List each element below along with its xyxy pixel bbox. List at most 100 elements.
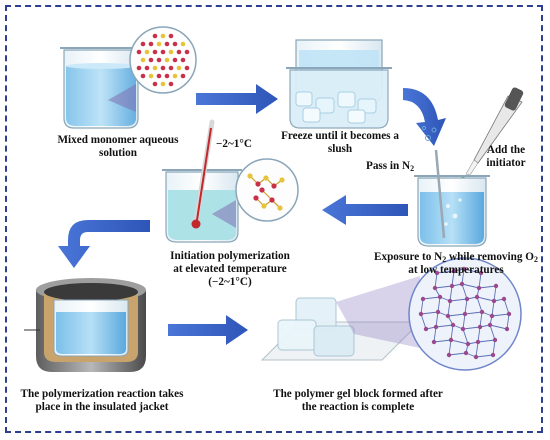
network-bond bbox=[450, 339, 469, 345]
magnified-monomer-molecules bbox=[129, 26, 197, 94]
monomer-dot bbox=[148, 41, 154, 47]
network-bond bbox=[461, 283, 468, 300]
network-node bbox=[489, 313, 495, 319]
monomer-dot bbox=[160, 49, 166, 55]
network-node bbox=[479, 309, 485, 315]
monomer-dot bbox=[176, 65, 182, 71]
chain-node bbox=[263, 175, 269, 181]
network-node bbox=[473, 354, 479, 360]
network-bond bbox=[448, 352, 467, 356]
monomer-dot bbox=[160, 65, 166, 71]
network-node bbox=[445, 313, 451, 319]
network-bond bbox=[475, 341, 479, 358]
network-node bbox=[504, 326, 510, 332]
step4-caption: Initiation polymerization at elevated te… bbox=[150, 250, 310, 289]
network-bond bbox=[450, 324, 454, 341]
monomer-dot bbox=[164, 73, 170, 79]
network-node bbox=[476, 285, 482, 291]
dashed-frame bbox=[5, 5, 543, 433]
network-bond bbox=[420, 298, 424, 315]
monomer-dot bbox=[140, 57, 146, 63]
monomer-dot bbox=[168, 65, 174, 71]
monomer-dot bbox=[184, 65, 190, 71]
network-node bbox=[420, 296, 426, 302]
network-bond bbox=[461, 268, 465, 285]
network-bond bbox=[477, 339, 496, 343]
network-node bbox=[490, 352, 496, 358]
network-bond bbox=[462, 328, 469, 345]
monomer-dot bbox=[140, 41, 146, 47]
monomer-dot bbox=[184, 49, 190, 55]
network-bond bbox=[462, 313, 466, 330]
network-node bbox=[450, 322, 456, 328]
beaker-monomer-solution bbox=[60, 47, 142, 129]
monomer-dot bbox=[172, 57, 178, 63]
monomer-dot bbox=[156, 73, 162, 79]
arrow-step1-to-step2 bbox=[196, 84, 278, 114]
beaker-n2-purge bbox=[414, 149, 490, 247]
network-bond bbox=[437, 296, 441, 313]
step1-caption: Mixed monomer aqueous solution bbox=[57, 134, 179, 159]
network-node bbox=[437, 294, 443, 300]
network-node bbox=[448, 337, 454, 343]
network-bond bbox=[478, 272, 482, 289]
insulated-jacket bbox=[24, 278, 146, 372]
monomer-dot bbox=[164, 41, 170, 47]
ice-bath-slush bbox=[286, 39, 392, 129]
monomer-dot bbox=[160, 33, 166, 39]
network-bond bbox=[503, 298, 510, 315]
chain-node bbox=[255, 181, 261, 187]
network-node bbox=[432, 285, 438, 291]
step6-caption: The polymer gel block formed after the r… bbox=[273, 388, 443, 413]
network-node bbox=[464, 296, 470, 302]
step4-caption-line2: at elevated temperature bbox=[173, 263, 287, 275]
chain-node bbox=[269, 197, 275, 203]
network-node bbox=[493, 283, 499, 289]
monomer-dot bbox=[180, 73, 186, 79]
monomer-dot bbox=[172, 73, 178, 79]
network-bond bbox=[476, 296, 483, 313]
step4-caption-line1: Initiation polymerization bbox=[170, 250, 290, 262]
network-bond bbox=[493, 285, 497, 302]
network-node bbox=[463, 350, 469, 356]
network-node bbox=[461, 266, 467, 272]
network-bond bbox=[491, 313, 510, 317]
network-bond bbox=[435, 324, 454, 328]
gel-blocks bbox=[260, 276, 422, 361]
network-bond bbox=[447, 313, 466, 317]
monomer-dot bbox=[152, 33, 158, 39]
network-node bbox=[449, 283, 455, 289]
arrow-step5-to-step6 bbox=[168, 315, 248, 345]
chain-node bbox=[271, 183, 277, 189]
network-bond bbox=[434, 285, 453, 289]
monomer-dot bbox=[152, 49, 158, 55]
chain-node bbox=[277, 205, 283, 211]
network-bond bbox=[464, 311, 483, 315]
network-bond bbox=[492, 339, 496, 356]
network-node bbox=[506, 311, 512, 317]
arrow-step3-to-step4 bbox=[322, 195, 408, 225]
nitrogen-bubbles bbox=[421, 125, 437, 141]
network-node bbox=[487, 322, 493, 328]
network-bond bbox=[476, 296, 495, 302]
step2-caption: Freeze until it becomes a slush bbox=[281, 130, 399, 155]
network-node bbox=[462, 311, 468, 317]
network-node bbox=[451, 268, 457, 274]
network-bond bbox=[449, 298, 468, 302]
monomer-dot bbox=[152, 65, 158, 71]
network-node bbox=[474, 294, 480, 300]
network-node bbox=[434, 270, 440, 276]
network-bond bbox=[489, 324, 508, 330]
network-bond bbox=[491, 300, 495, 317]
network-node bbox=[459, 281, 465, 287]
network-node bbox=[431, 339, 437, 345]
arrow-step4-to-step5 bbox=[58, 220, 150, 268]
magnified-initiation-molecules bbox=[235, 158, 299, 222]
monomer-dot bbox=[156, 41, 162, 47]
monomer-dot bbox=[180, 57, 186, 63]
network-bond bbox=[506, 313, 510, 330]
network-node bbox=[491, 298, 497, 304]
network-bond bbox=[475, 354, 494, 358]
network-bond bbox=[461, 283, 480, 289]
